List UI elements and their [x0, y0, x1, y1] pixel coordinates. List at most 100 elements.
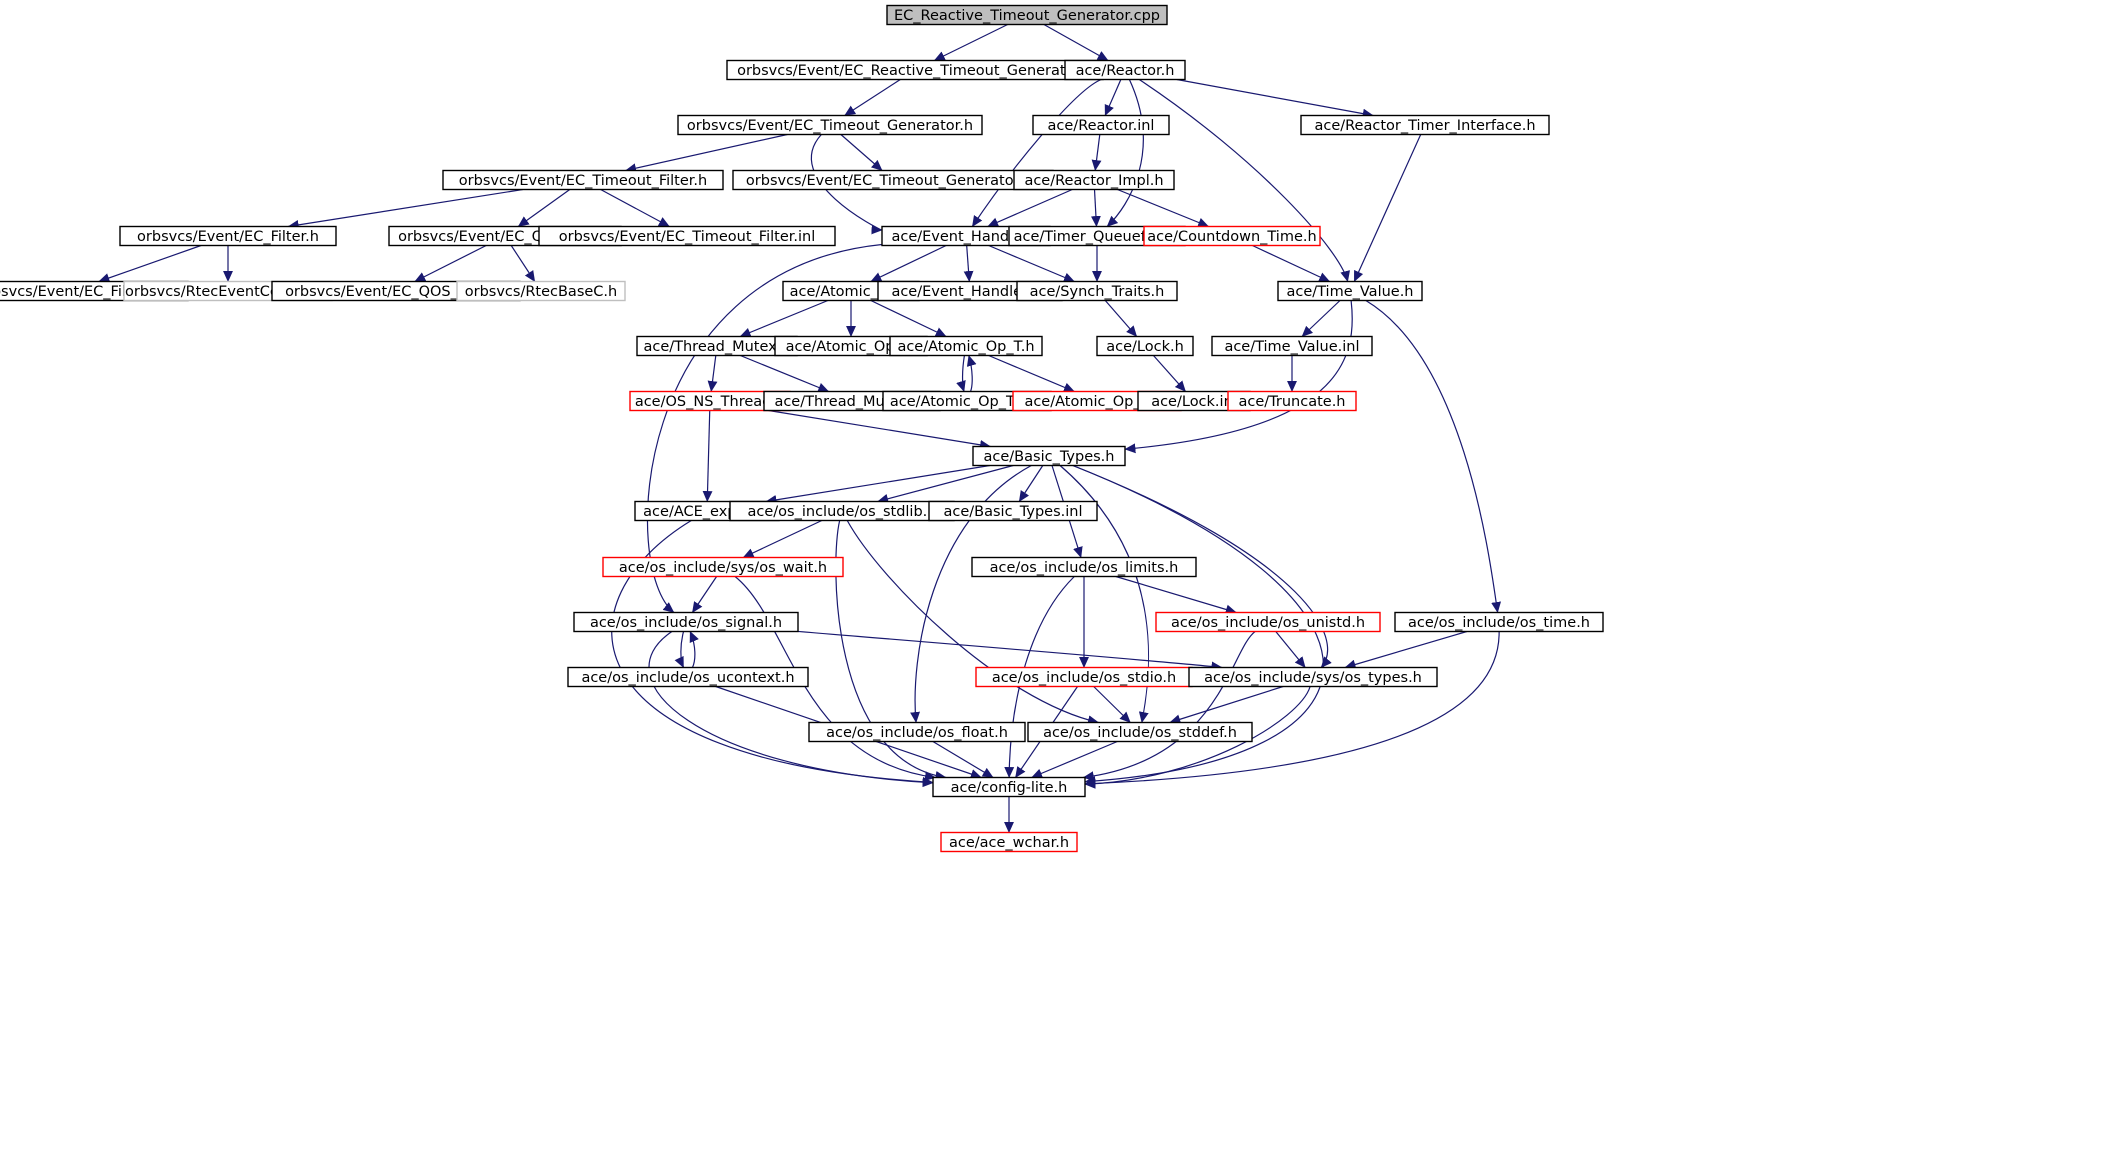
node-synch-traits-h[interactable]: ace/Synch_Traits.h — [1016, 280, 1178, 302]
node-os-types-h[interactable]: ace/os_include/sys/os_types.h — [1188, 666, 1438, 688]
edge-cdt-h-to-time-value-h — [1252, 244, 1331, 283]
node-atomic-op-t-cpp[interactable]: ace/Atomic_Op_T.cpp — [882, 390, 1052, 412]
node-box — [538, 225, 836, 247]
node-label: ace/Truncate.h — [1239, 394, 1346, 410]
node-box — [1096, 335, 1194, 357]
edge-reactor-h-to-tqfwd-h — [1106, 79, 1144, 227]
edge-reactor-inl-to-reactor-impl-h — [1091, 134, 1102, 172]
node-truncate-h[interactable]: ace/Truncate.h — [1227, 390, 1357, 412]
edge-ecrtg-h-to-ectg-h — [844, 78, 901, 117]
node-label: ace/Atomic_Op.inl — [786, 339, 917, 355]
node-label: orbsvcs/Event/EC_Timeout_Generator.h — [687, 118, 973, 134]
node-time-value-h[interactable]: ace/Time_Value.h — [1277, 280, 1423, 302]
edge-os-limits-h-to-os-unistd-h — [1115, 575, 1237, 615]
node-label: ace/Reactor_Timer_Interface.h — [1314, 118, 1535, 134]
edge-root-to-reactor-h — [1043, 23, 1109, 62]
node-os-stdlib-h[interactable]: ace/os_include/os_stdlib.h — [729, 500, 955, 522]
node-evh-h[interactable]: ace/Event_Handler.h — [881, 225, 1051, 247]
node-box — [940, 831, 1078, 853]
node-os-signal-h[interactable]: ace/os_include/os_signal.h — [573, 611, 799, 633]
node-thread-mutex-h[interactable]: ace/Thread_Mutex.h — [636, 335, 798, 357]
node-ectg-inl[interactable]: orbsvcs/Event/EC_Timeout_Generator.inl — [732, 169, 1054, 191]
node-reactor-inl[interactable]: ace/Reactor.inl — [1032, 114, 1170, 136]
node-label: ace/Atomic_Op_T.cpp — [890, 394, 1044, 410]
edge-os-time-h-to-config-lite-h — [1084, 631, 1500, 789]
edge-ecqos-h-to-rtecbasec-h — [510, 245, 536, 282]
node-atomic-op-t-h[interactable]: ace/Atomic_Op_T.h — [889, 335, 1043, 357]
node-label: ace/Basic_Types.inl — [943, 504, 1082, 520]
node-time-value-inl[interactable]: ace/Time_Value.inl — [1211, 335, 1373, 357]
edge-reactor-impl-h-to-evh-h — [987, 188, 1073, 228]
edge-atomic-op-t-h-to-atomic-op-t-cpp — [956, 355, 966, 393]
node-label: orbsvcs/Event/EC_Timeout_Filter.inl — [559, 229, 815, 245]
node-os-unistd-h[interactable]: ace/os_include/os_unistd.h — [1155, 611, 1381, 633]
edge-reactor-h-to-time-value-h — [1138, 79, 1350, 283]
node-os-ns-thread-h[interactable]: ace/OS_NS_Thread.h — [629, 390, 791, 412]
edge-os-stdio-h-to-os-stddef-h — [1093, 686, 1131, 723]
node-cdt-h[interactable]: ace/Countdown_Time.h — [1143, 225, 1321, 247]
node-reactor-impl-h[interactable]: ace/Reactor_Impl.h — [1013, 169, 1175, 191]
edge-os-stdlib-h-to-os-stddef-h — [846, 520, 1099, 725]
node-basic-types-inl[interactable]: ace/Basic_Types.inl — [928, 500, 1098, 522]
node-label: ace/os_include/sys/os_wait.h — [619, 560, 827, 576]
node-ace-wchar-h[interactable]: ace/ace_wchar.h — [940, 831, 1078, 853]
edge-ecqos-h-to-ecqos-inl — [414, 244, 487, 283]
node-label: orbsvcs/Event/EC_Filter.h — [137, 229, 319, 245]
node-os-ucontext-h[interactable]: ace/os_include/os_ucontext.h — [567, 666, 809, 688]
node-box — [677, 114, 983, 136]
node-label: ace/Countdown_Time.h — [1147, 229, 1316, 245]
edge-os-wait-h-to-os-signal-h — [691, 576, 718, 613]
node-label: orbsvcs/Event/EC_QOS_Info.inl — [285, 284, 507, 300]
edge-ectf-h-to-ecf-h — [287, 188, 523, 230]
node-lock-h[interactable]: ace/Lock.h — [1096, 335, 1194, 357]
edge-atomic-op-h-to-atomic-op-t-h — [870, 299, 947, 338]
node-ecrtg-h[interactable]: orbsvcs/Event/EC_Reactive_Timeout_Genera… — [726, 59, 1104, 81]
edge-os-signal-h-to-os-types-h — [797, 630, 1223, 672]
node-evh-inl[interactable]: ace/Event_Handler.inl — [877, 280, 1063, 302]
node-box — [1188, 666, 1438, 688]
node-os-limits-h[interactable]: ace/os_include/os_limits.h — [971, 556, 1197, 578]
node-label: ace/Time_Value.inl — [1224, 339, 1359, 355]
edge-basic-types-h-to-ace-export-h — [765, 464, 991, 505]
node-atomic-op-inl[interactable]: ace/Atomic_Op.inl — [774, 335, 928, 357]
node-ecf-h[interactable]: orbsvcs/Event/EC_Filter.h — [119, 225, 337, 247]
edge-os-ns-thread-h-to-basic-types-h — [768, 409, 991, 450]
node-rtecbasec-h[interactable]: orbsvcs/RtecBaseC.h — [456, 280, 626, 302]
dependency-edges — [98, 23, 1502, 834]
node-box — [567, 666, 809, 688]
edge-os-float-h-to-config-lite-h — [932, 740, 994, 779]
node-box — [1211, 335, 1373, 357]
node-label: ace/os_include/os_stdio.h — [992, 670, 1176, 686]
node-label: ace/Atomic_Op_T.inl — [1024, 394, 1169, 410]
node-box — [1064, 59, 1186, 81]
node-box — [889, 335, 1043, 357]
edge-os-unistd-h-to-config-lite-h — [1082, 631, 1256, 782]
node-os-time-h[interactable]: ace/os_include/os_time.h — [1394, 611, 1604, 633]
node-box — [1227, 390, 1357, 412]
node-ectf-h[interactable]: orbsvcs/Event/EC_Timeout_Filter.h — [442, 169, 724, 191]
node-label: ace/Thread_Mutex.h — [643, 339, 790, 355]
node-label: ace/Event_Handler.inl — [891, 284, 1048, 300]
node-box — [971, 556, 1197, 578]
node-os-float-h[interactable]: ace/os_include/os_float.h — [808, 721, 1026, 743]
node-rti-h[interactable]: ace/Reactor_Timer_Interface.h — [1300, 114, 1550, 136]
node-os-stdio-h[interactable]: ace/os_include/os_stdio.h — [975, 666, 1193, 688]
edge-os-signal-h-to-os-ucontext-h — [674, 631, 685, 668]
node-reactor-h[interactable]: ace/Reactor.h — [1064, 59, 1186, 81]
node-box — [808, 721, 1026, 743]
node-config-lite-h[interactable]: ace/config-lite.h — [932, 776, 1086, 798]
edge-ectf-h-to-ecqos-h — [517, 189, 571, 227]
node-os-wait-h[interactable]: ace/os_include/sys/os_wait.h — [602, 556, 844, 578]
edge-reactor-impl-h-to-cdt-h — [1117, 188, 1210, 228]
node-box — [1155, 611, 1381, 633]
node-ectf-inl[interactable]: orbsvcs/Event/EC_Timeout_Filter.inl — [538, 225, 836, 247]
node-root[interactable]: EC_Reactive_Timeout_Generator.cpp — [886, 4, 1168, 26]
node-label: ace/config-lite.h — [951, 780, 1068, 796]
node-ectg-h[interactable]: orbsvcs/Event/EC_Timeout_Generator.h — [677, 114, 983, 136]
node-label: ace/os_include/os_time.h — [1408, 615, 1590, 631]
node-os-stddef-h[interactable]: ace/os_include/os_stddef.h — [1027, 721, 1253, 743]
node-label: ace/os_include/os_stdlib.h — [748, 504, 937, 520]
node-tqfwd-h[interactable]: ace/Timer_Queuefwd.h — [1008, 225, 1186, 247]
node-label: orbsvcs/Event/EC_Reactive_Timeout_Genera… — [737, 63, 1093, 79]
node-basic-types-h[interactable]: ace/Basic_Types.h — [972, 445, 1126, 467]
